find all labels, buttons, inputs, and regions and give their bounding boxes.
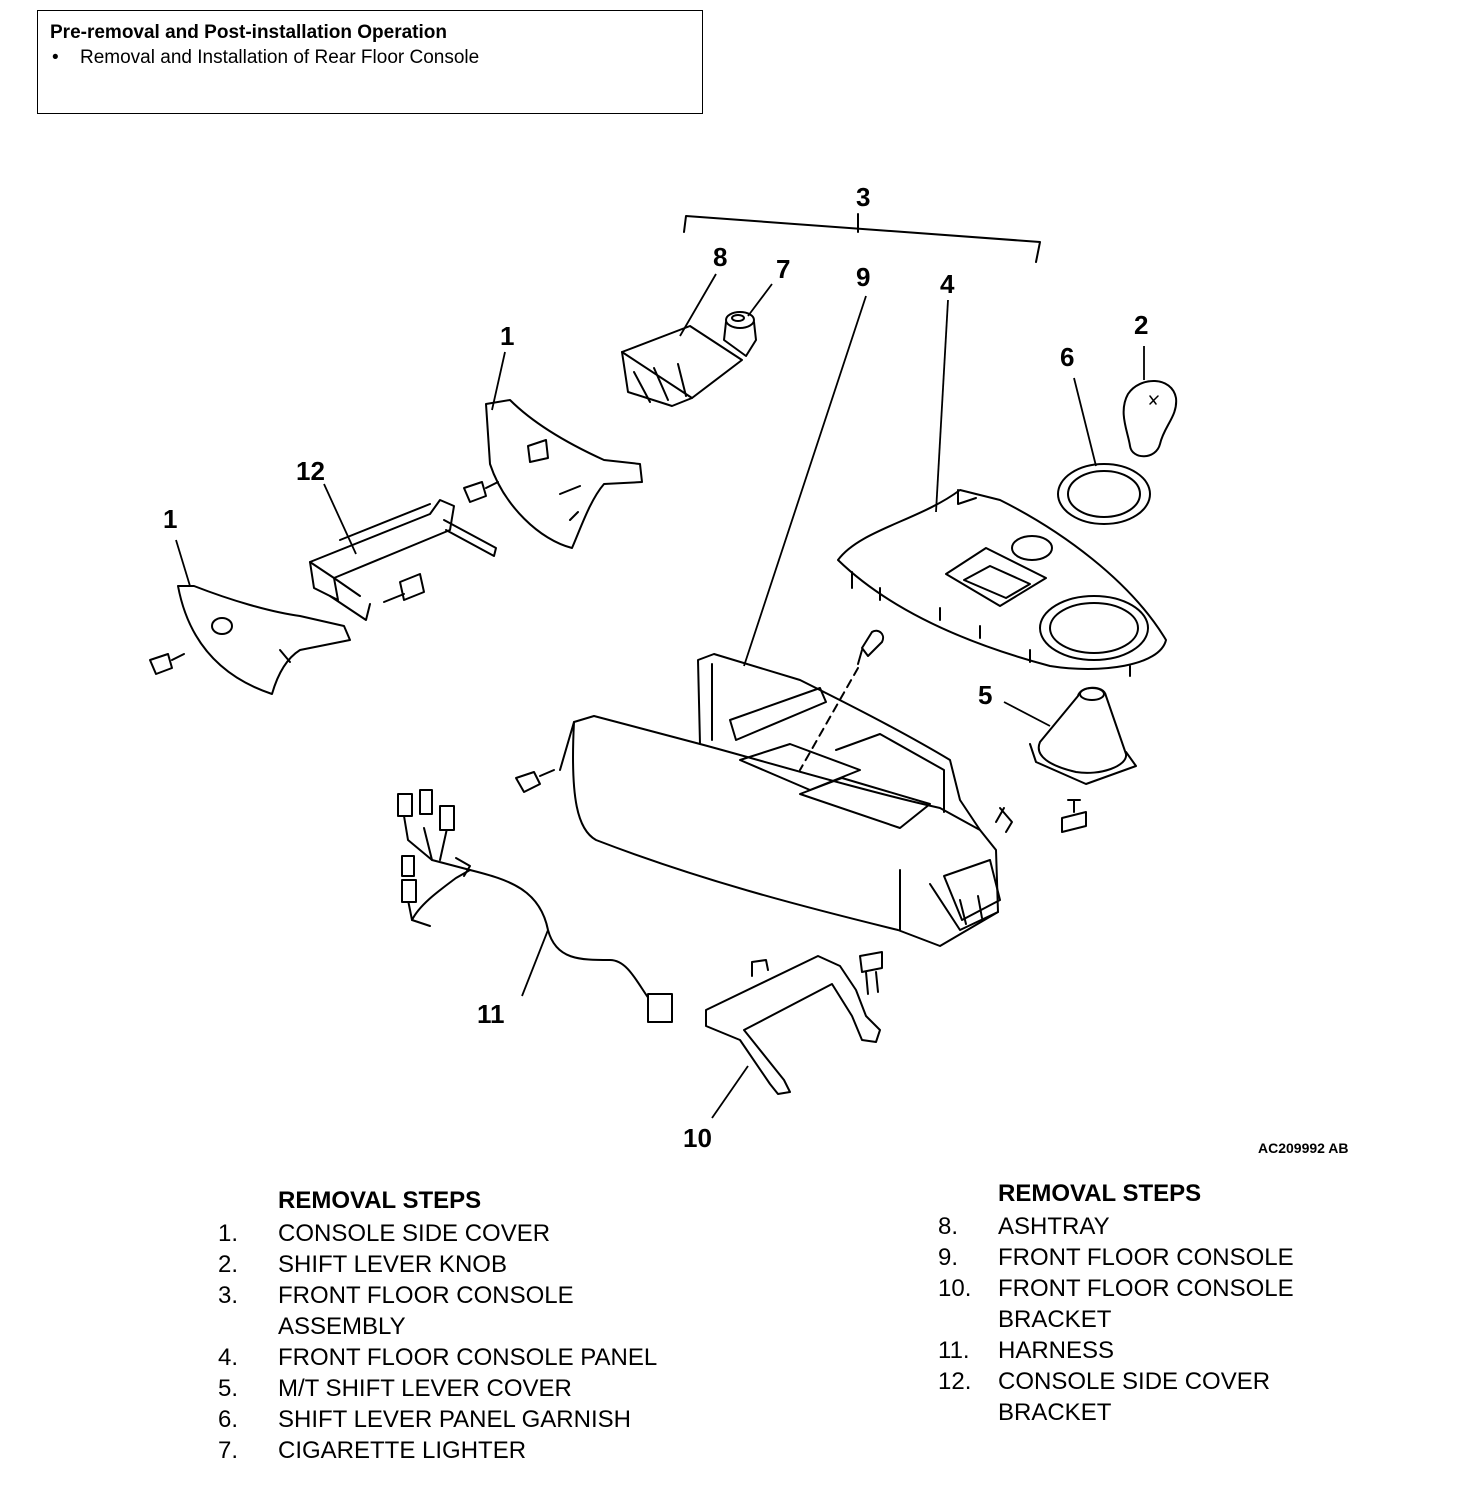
step-number: 11. xyxy=(938,1337,970,1364)
step-row: 6. SHIFT LEVER PANEL GARNISH xyxy=(218,1404,738,1435)
front-floor-console-bracket-part xyxy=(705,955,881,1095)
callout-2: 2 xyxy=(1134,310,1148,340)
clip-part xyxy=(149,653,185,675)
screw-part xyxy=(857,629,884,665)
callout-9: 9 xyxy=(856,262,870,292)
removal-steps-heading: REMOVAL STEPS xyxy=(998,1180,1202,1207)
shift-lever-knob-part xyxy=(1122,380,1178,458)
assembly-bracket-line xyxy=(683,215,1041,263)
step-label: FRONT FLOOR CONSOLE PANEL xyxy=(278,1344,658,1371)
callout-8: 8 xyxy=(713,242,727,272)
step-number: 3. xyxy=(218,1282,239,1309)
removal-steps-left: REMOVAL STEPS 1. CONSOLE SIDE COVER 2. SHI… xyxy=(218,1185,738,1466)
shift-lever-panel-garnish-part xyxy=(1057,463,1151,525)
callout-12: 12 xyxy=(296,456,325,486)
step-number: 6. xyxy=(218,1406,239,1433)
step-number: 8. xyxy=(938,1213,959,1240)
callout-3: 3 xyxy=(856,182,870,212)
step-label: HARNESS xyxy=(998,1337,1115,1364)
step-label: SHIFT LEVER KNOB xyxy=(278,1251,507,1278)
callout-5: 5 xyxy=(978,680,992,710)
step-label: ASHTRAY xyxy=(998,1213,1110,1240)
step-label: FRONT FLOOR CONSOLE BRACKET xyxy=(998,1275,1294,1333)
callout-4: 4 xyxy=(940,269,955,299)
step-label: SHIFT LEVER PANEL GARNISH xyxy=(278,1406,631,1433)
leader-line xyxy=(323,483,357,555)
bolt-part xyxy=(859,951,883,995)
step-row: 11. HARNESS xyxy=(938,1335,1358,1366)
callout-6: 6 xyxy=(1060,342,1074,372)
pre-operation-item-label: Removal and Installation of Rear Floor C… xyxy=(80,47,480,68)
step-row: 10. FRONT FLOOR CONSOLE BRACKET xyxy=(938,1273,1358,1335)
mt-shift-lever-cover-part xyxy=(1029,686,1137,785)
step-row: 7. CIGARETTE LIGHTER xyxy=(218,1435,738,1466)
leader-line xyxy=(491,351,506,411)
exploded-view-diagram: 1 1 2 3 4 5 6 7 8 9 10 11 12 xyxy=(149,182,1178,1153)
leader-line xyxy=(521,929,549,997)
callout-7: 7 xyxy=(776,254,790,284)
step-label: CONSOLE SIDE COVER BRACKET xyxy=(998,1368,1271,1426)
step-row: 12. CONSOLE SIDE COVER BRACKET xyxy=(938,1366,1358,1428)
leader-line xyxy=(1003,701,1051,727)
step-label: FRONT FLOOR CONSOLE ASSEMBLY xyxy=(278,1282,574,1340)
removal-steps-right: REMOVAL STEPS 8. ASHTRAY 9. FRONT FLOOR CO… xyxy=(938,1178,1358,1428)
step-label: CONSOLE SIDE COVER xyxy=(278,1220,551,1247)
leader-line xyxy=(679,273,717,337)
harness-part xyxy=(397,789,673,1023)
leader-line xyxy=(743,295,867,667)
removal-steps-heading: REMOVAL STEPS xyxy=(278,1187,482,1214)
bolt-part xyxy=(383,573,425,603)
step-row: 1. CONSOLE SIDE COVER xyxy=(218,1218,738,1249)
leader-line xyxy=(711,1065,749,1119)
dashed-guide-line xyxy=(799,667,859,771)
leader-line xyxy=(935,299,949,513)
step-row: 5. M/T SHIFT LEVER COVER xyxy=(218,1373,738,1404)
console-side-cover-part xyxy=(485,399,643,549)
figure-code: AC209992 AB xyxy=(1258,1140,1349,1156)
step-label: CIGARETTE LIGHTER xyxy=(278,1437,527,1464)
callout-1-upper: 1 xyxy=(500,321,514,351)
screw-part xyxy=(995,807,1013,833)
step-label: M/T SHIFT LEVER COVER xyxy=(278,1375,572,1402)
step-row: 8. ASHTRAY xyxy=(938,1211,1358,1242)
step-number: 12. xyxy=(938,1368,972,1395)
clip-part xyxy=(463,481,499,503)
step-row: 4. FRONT FLOOR CONSOLE PANEL xyxy=(218,1342,738,1373)
pre-operation-box: Pre-removal and Post-installation Operat… xyxy=(37,10,703,114)
step-number: 7. xyxy=(218,1437,239,1464)
callout-1-lower: 1 xyxy=(163,504,177,534)
step-row: 9. FRONT FLOOR CONSOLE xyxy=(938,1242,1358,1273)
console-side-cover-part xyxy=(177,585,351,695)
step-number: 9. xyxy=(938,1244,959,1271)
callout-11: 11 xyxy=(477,999,505,1029)
clip-part xyxy=(515,769,555,793)
screw-part xyxy=(1061,799,1087,833)
leader-line xyxy=(1073,377,1097,467)
leader-line xyxy=(747,283,773,317)
leader-line xyxy=(175,539,191,587)
pre-operation-item: • Removal and Installation of Rear Floor … xyxy=(50,45,690,71)
bullet-icon: • xyxy=(52,47,59,68)
step-number: 2. xyxy=(218,1251,239,1278)
front-floor-console-part xyxy=(559,653,1001,947)
callout-10: 10 xyxy=(683,1123,712,1153)
ashtray-part xyxy=(621,325,743,407)
pre-operation-title: Pre-removal and Post-installation Operat… xyxy=(50,22,447,43)
console-side-cover-bracket-part xyxy=(309,499,497,621)
step-number: 5. xyxy=(218,1375,239,1402)
step-number: 1. xyxy=(218,1220,239,1247)
step-label: FRONT FLOOR CONSOLE xyxy=(998,1244,1294,1271)
step-row: 3. FRONT FLOOR CONSOLE ASSEMBLY xyxy=(218,1280,738,1342)
step-number: 10. xyxy=(938,1275,972,1302)
step-row: 2. SHIFT LEVER KNOB xyxy=(218,1249,738,1280)
front-floor-console-panel-part xyxy=(837,489,1167,677)
cigarette-lighter-part xyxy=(723,311,757,357)
step-number: 4. xyxy=(218,1344,239,1371)
